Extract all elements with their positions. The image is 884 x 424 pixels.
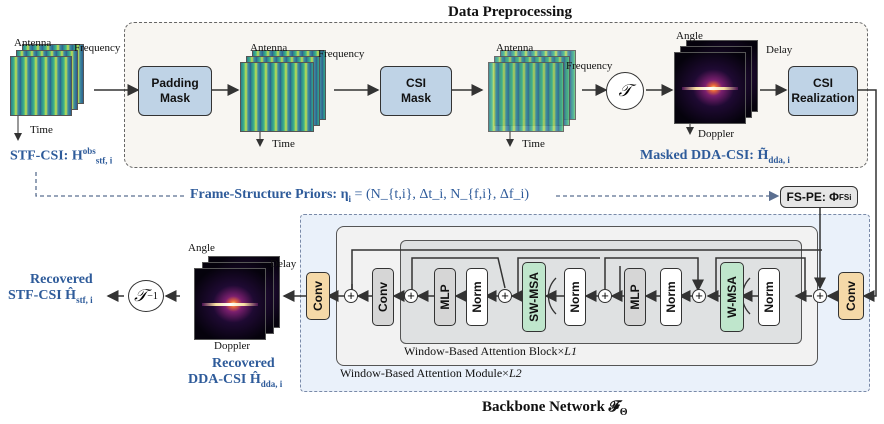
axis-delay-label: Delay [766, 44, 793, 56]
axis-doppler-label: Doppler [698, 128, 735, 140]
norm-block-1: Norm [758, 268, 780, 326]
axis-angle-label: Angle [676, 30, 703, 42]
axis-frequency-label: Frequency [74, 42, 121, 54]
frame-structure-priors-label: Frame-Structure Priors: ηi = (N_{t,i}, Δ… [190, 187, 530, 204]
plus-node-1: + [692, 289, 706, 303]
plus-node-2: + [598, 289, 612, 303]
plus-node-pe: + [813, 289, 827, 303]
mlp-block-1: MLP [624, 268, 646, 326]
backbone-title: Backbone Network 𝓕Θ [482, 399, 628, 418]
plus-node-5: + [344, 289, 358, 303]
norm-block-2: Norm [660, 268, 682, 326]
attention-block-label: Window-Based Attention Block×L1 [404, 344, 577, 358]
plus-node-4: + [404, 289, 418, 303]
stf-csi-label: STF-CSI: Hobsstf, i [10, 146, 113, 166]
recovered-stf-label: Recovered STF-CSI Ĥstf, i [8, 272, 93, 305]
inverse-transform-node: 𝒯−1 [128, 280, 164, 312]
output-conv-block: Conv [306, 272, 330, 320]
axis-antenna-label: Antenna [14, 37, 52, 49]
axis-antenna-label-2: Antenna [250, 42, 288, 54]
axis-frequency-label-3: Frequency [566, 60, 613, 72]
w-msa-block: W-MSA [720, 262, 744, 332]
recovered-dda-label: Recovered DDA-CSI Ĥdda, i [188, 356, 283, 389]
axis-time-label-2: Time [272, 138, 295, 150]
module-conv-block: Conv [372, 268, 394, 326]
axis-delay-label-2: Delay [270, 258, 297, 270]
axis-antenna-label-3: Antenna [496, 42, 534, 54]
preprocessing-title: Data Preprocessing [448, 4, 573, 20]
axis-frequency-label-2: Frequency [318, 48, 365, 60]
attention-module-label: Window-Based Attention Module×L2 [340, 366, 522, 380]
axis-time-label: Time [30, 124, 53, 136]
input-conv-block: Conv [838, 272, 864, 320]
axis-doppler-label-2: Doppler [214, 340, 251, 352]
plus-node-3: + [498, 289, 512, 303]
sw-msa-block: SW-MSA [522, 262, 546, 332]
masked-dda-csi-label: Masked DDA-CSI: H̃dda, i [640, 148, 790, 165]
norm-block-3: Norm [564, 268, 586, 326]
mlp-block-2: MLP [434, 268, 456, 326]
norm-block-4: Norm [466, 268, 488, 326]
axis-angle-label-2: Angle [188, 242, 215, 254]
transform-t-node: 𝒯 [606, 72, 644, 110]
axis-time-label-3: Time [522, 138, 545, 150]
